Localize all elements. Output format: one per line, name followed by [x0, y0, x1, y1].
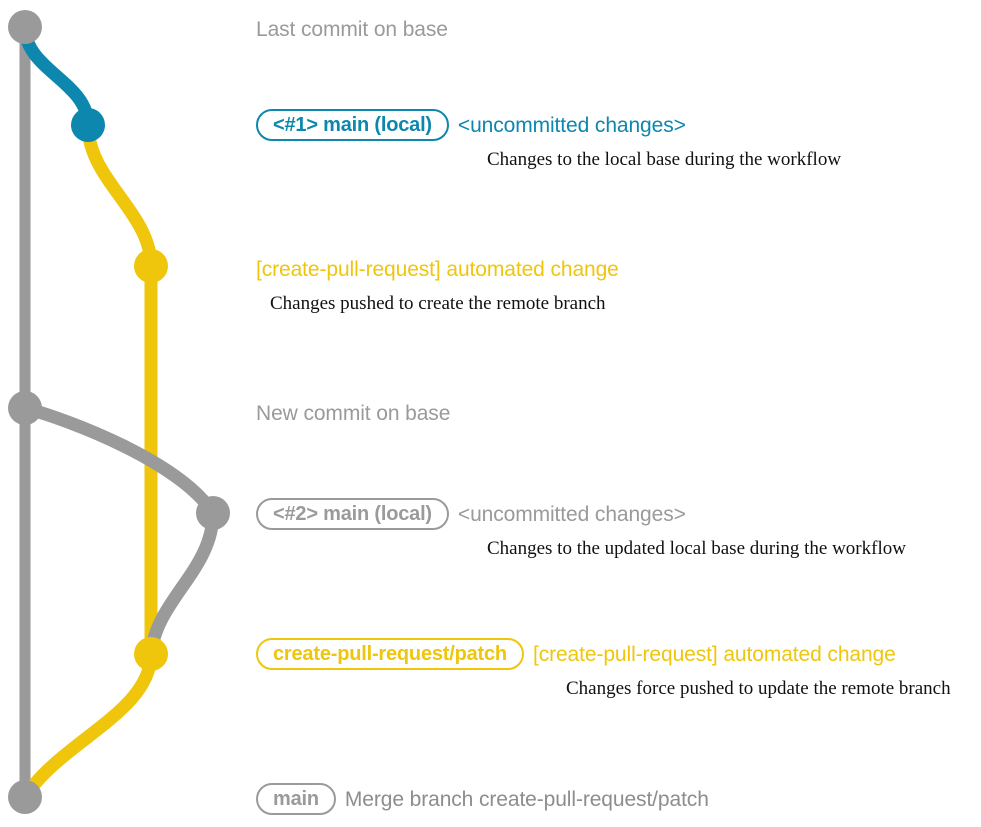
commit-subject: Merge branch create-pull-request/patch [344, 787, 709, 811]
commit-headline: <#2> main (local) <uncommitted changes> [0, 495, 981, 533]
commit-note: Changes to the local base during the wor… [487, 149, 842, 170]
commit-row-local-commit-2: <#2> main (local) <uncommitted changes> … [0, 495, 981, 558]
commit-subject: Last commit on base [256, 17, 448, 41]
commit-subject: <uncommitted changes> [457, 502, 686, 526]
commit-row-merge-commit: main Merge branch create-pull-request/pa… [0, 780, 981, 818]
commit-subject: <uncommitted changes> [457, 113, 686, 137]
commit-row-remote-commit-1: [create-pull-request] automated change C… [0, 250, 981, 314]
commit-subject: [create-pull-request] automated change [256, 257, 619, 281]
commit-node-merge-commit [8, 780, 42, 814]
commit-headline: main Merge branch create-pull-request/pa… [0, 780, 981, 818]
commit-subject: [create-pull-request] automated change [532, 642, 896, 666]
local-to-remote-line-2 [144, 506, 220, 661]
commit-graph [8, 10, 230, 814]
commit-headline: <#1> main (local) <uncommitted changes> [0, 106, 981, 144]
commit-note: Changes pushed to create the remote bran… [270, 293, 606, 314]
commit-note: Changes force pushed to update the remot… [566, 678, 951, 699]
commit-row-remote-commit-2: create-pull-request/patch [create-pull-r… [0, 635, 981, 698]
commit-node-remote-commit-2 [134, 637, 168, 671]
commit-row-new-commit-on-base: New commit on base [0, 394, 981, 432]
branch-label-main[interactable]: main [256, 783, 336, 815]
commit-node-local-commit-1 [71, 108, 105, 142]
commit-headline: New commit on base [0, 394, 981, 432]
commit-headline: [create-pull-request] automated change [0, 250, 981, 288]
merge-line [18, 647, 158, 804]
commit-headline: create-pull-request/patch [create-pull-r… [0, 635, 981, 673]
commit-headline: Last commit on base [0, 10, 981, 48]
commit-node-last-commit-on-base [8, 10, 42, 44]
branch-label-main-local-2[interactable]: <#2> main (local) [256, 498, 449, 530]
commit-note: Changes to the updated local base during… [487, 538, 906, 559]
commit-node-local-commit-2 [196, 496, 230, 530]
commit-subject: New commit on base [256, 401, 451, 425]
commit-node-remote-commit-1 [134, 249, 168, 283]
local-branch-line-2 [18, 401, 220, 520]
branch-label-create-pull-request-patch[interactable]: create-pull-request/patch [256, 638, 524, 670]
commit-node-new-commit-on-base [8, 391, 42, 425]
commit-row-local-commit-1: <#1> main (local) <uncommitted changes> … [0, 106, 981, 169]
commit-row-last-commit-on-base: Last commit on base [0, 10, 981, 48]
branch-label-main-local-1[interactable]: <#1> main (local) [256, 109, 449, 141]
